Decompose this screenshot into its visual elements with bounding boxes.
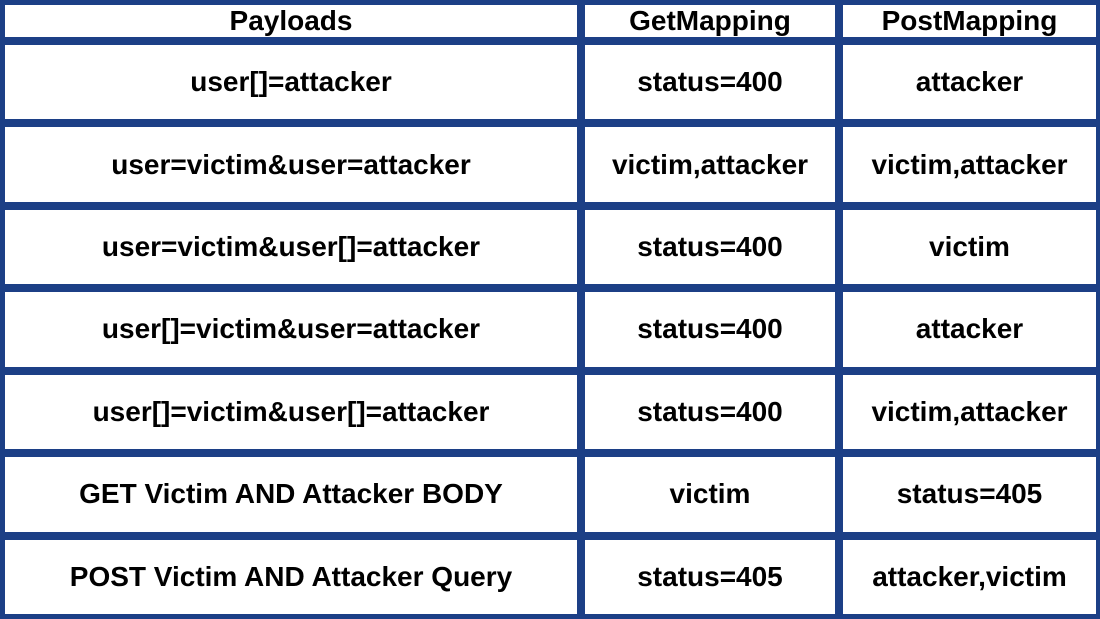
table-row: user[]=victim&user[]=attacker status=400… xyxy=(5,374,1096,450)
payload-cell: GET Victim AND Attacker BODY xyxy=(5,457,577,532)
getmapping-cell: status=400 xyxy=(585,45,835,120)
postmapping-cell: victim,attacker xyxy=(843,374,1096,450)
header-postmapping: PostMapping xyxy=(843,5,1096,37)
payload-cell: user[]=attacker xyxy=(5,45,577,120)
table-row: user=victim&user=attacker victim,attacke… xyxy=(5,127,1096,202)
postmapping-cell: attacker xyxy=(843,45,1096,120)
getmapping-cell: victim,attacker xyxy=(585,127,835,202)
postmapping-cell: victim xyxy=(843,209,1096,285)
table-row: user=victim&user[]=attacker status=400 v… xyxy=(5,209,1096,285)
getmapping-cell: status=400 xyxy=(585,374,835,450)
payload-cell: user=victim&user=attacker xyxy=(5,127,577,202)
header-getmapping: GetMapping xyxy=(585,5,835,37)
getmapping-cell: status=400 xyxy=(585,209,835,285)
getmapping-cell: status=405 xyxy=(585,539,835,614)
payload-cell: POST Victim AND Attacker Query xyxy=(5,539,577,614)
header-payloads: Payloads xyxy=(5,5,577,37)
getmapping-cell: status=400 xyxy=(585,292,835,367)
postmapping-cell: status=405 xyxy=(843,457,1096,532)
postmapping-cell: attacker,victim xyxy=(843,539,1096,614)
postmapping-cell: attacker xyxy=(843,292,1096,367)
getmapping-cell: victim xyxy=(585,457,835,532)
payload-cell: user[]=victim&user=attacker xyxy=(5,292,577,367)
payload-cell: user[]=victim&user[]=attacker xyxy=(5,374,577,450)
table-row: GET Victim AND Attacker BODY victim stat… xyxy=(5,457,1096,532)
table-row: POST Victim AND Attacker Query status=40… xyxy=(5,539,1096,614)
postmapping-cell: victim,attacker xyxy=(843,127,1096,202)
payload-cell: user=victim&user[]=attacker xyxy=(5,209,577,285)
table-header-row: Payloads GetMapping PostMapping xyxy=(5,5,1096,37)
table-row: user[]=attacker status=400 attacker xyxy=(5,45,1096,120)
table-row: user[]=victim&user=attacker status=400 a… xyxy=(5,292,1096,367)
